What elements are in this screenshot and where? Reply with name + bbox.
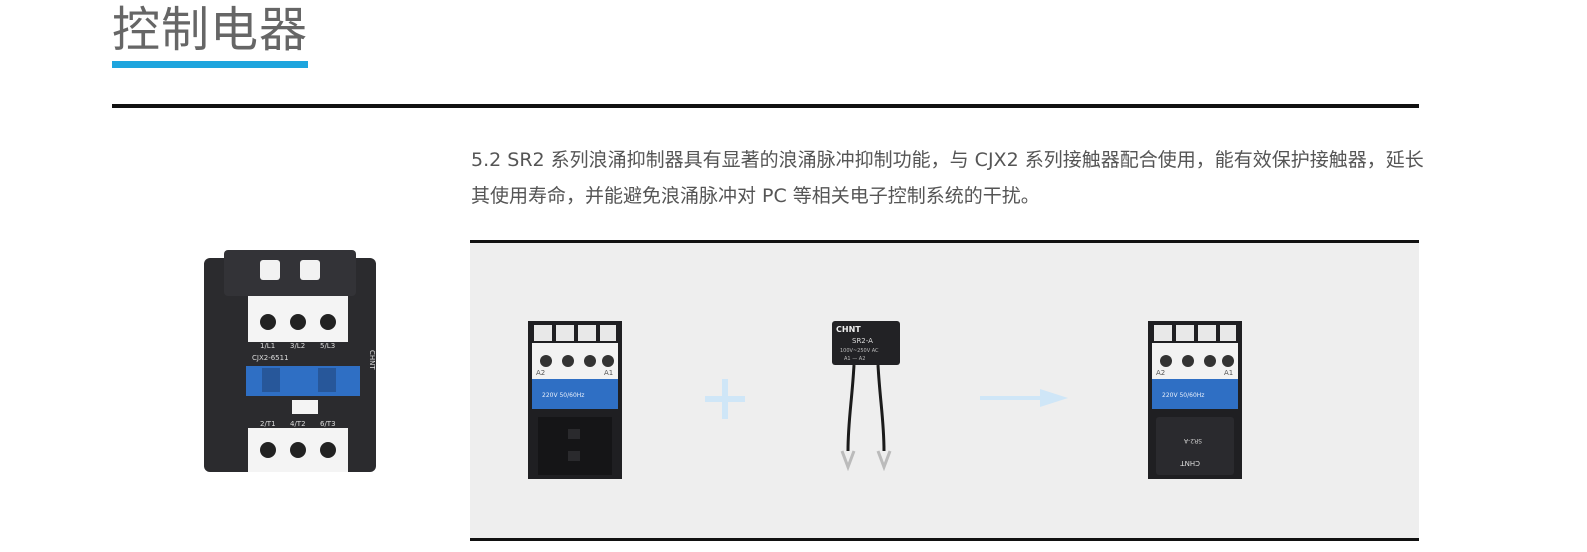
suppressor-model: SR2-A xyxy=(852,337,873,345)
suppressor-rating: 100V~250V AC xyxy=(840,348,879,354)
terminal-top-1: 1/L1 xyxy=(260,342,275,350)
contactor-with-suppressor-image: A2 A1 220V 50/60Hz CHNT SR2-A xyxy=(1148,321,1242,479)
mounted-suppressor-brand: CHNT xyxy=(1180,459,1200,467)
suppressor-pins: A1 — A2 xyxy=(844,356,865,362)
page-title: 控制电器 xyxy=(112,2,309,58)
coil-rating-2: 220V 50/60Hz xyxy=(1162,392,1204,399)
terminal-top-3: 5/L3 xyxy=(320,342,335,350)
plus-icon xyxy=(705,379,745,419)
section-divider xyxy=(112,104,1419,108)
product-description: 5.2 SR2 系列浪涌抑制器具有显著的浪涌脉冲抑制功能，与 CJX2 系列接触… xyxy=(471,149,1424,207)
mounted-suppressor-model: SR2-A xyxy=(1183,437,1202,444)
arrow-right-icon xyxy=(980,389,1068,407)
coil-rating: 220V 50/60Hz xyxy=(542,392,584,399)
coil-label-right-2: A1 xyxy=(1224,369,1233,377)
terminal-bottom-1: 2/T1 xyxy=(260,420,276,428)
surge-suppressor-image: CHNT SR2-A 100V~250V AC A1 — A2 xyxy=(830,321,902,472)
coil-label-right: A1 xyxy=(604,369,613,377)
assembly-panel: A2 A1 220V 50/60Hz CHNT SR2-A 100V~250V … xyxy=(470,240,1419,541)
terminal-top-2: 3/L2 xyxy=(290,342,305,350)
product-model-label: CJX2-6511 xyxy=(252,354,289,362)
title-underline xyxy=(112,61,308,68)
terminal-bottom-3: 6/T3 xyxy=(320,420,336,428)
brand-mark: CHNT xyxy=(368,350,376,370)
terminal-bottom-2: 4/T2 xyxy=(290,420,306,428)
coil-label-left: A2 xyxy=(536,369,545,377)
contactor-image: A2 A1 220V 50/60Hz xyxy=(528,321,622,479)
suppressor-brand: CHNT xyxy=(836,325,861,334)
coil-label-left-2: A2 xyxy=(1156,369,1165,377)
product-image-contactor: 1/L1 3/L2 5/L3 CJX2-6511 CHNT 2/T1 4/T2 … xyxy=(200,250,380,480)
